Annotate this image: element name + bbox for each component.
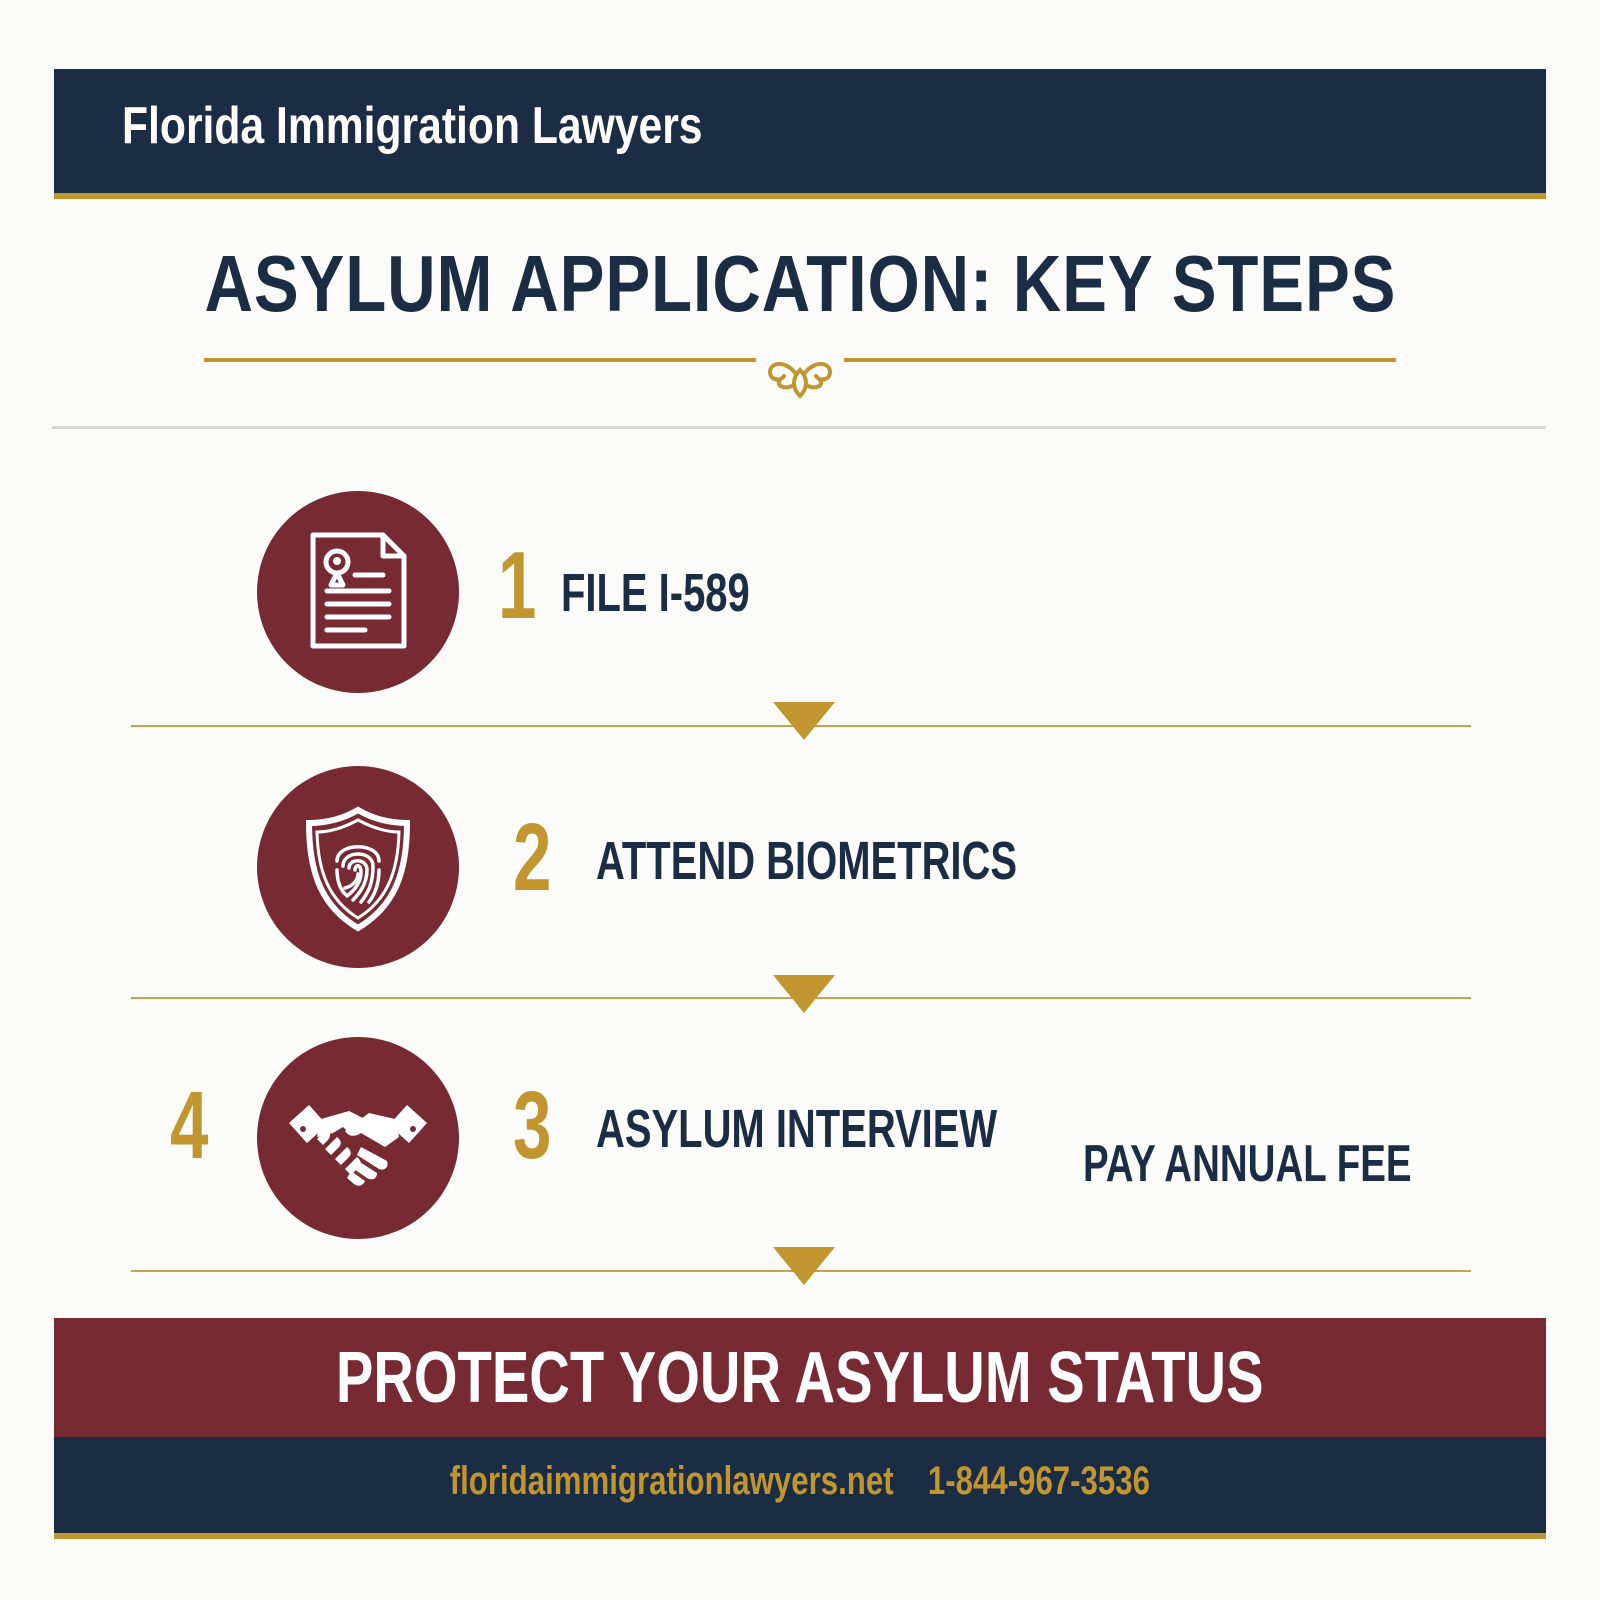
- step-3-number: 3: [513, 1072, 552, 1179]
- down-arrow-icon: [773, 975, 835, 1013]
- step-1-label: FILE I-589: [561, 563, 750, 623]
- title-rule-right: [844, 358, 1396, 362]
- cta-banner: PROTECT YOUR ASYLUM STATUS: [54, 1318, 1546, 1437]
- page-title: ASYLUM APPLICATION: KEY STEPS: [0, 238, 1600, 330]
- step-2-number: 2: [513, 804, 552, 911]
- brand-name: Florida Immigration Lawyers: [122, 97, 703, 155]
- document-icon: [310, 532, 407, 649]
- website-link[interactable]: floridaimmigrationlawyers.net: [449, 1459, 894, 1503]
- step-2-icon-circle: [257, 766, 459, 968]
- step-4-label: PAY ANNUAL FEE: [1083, 1135, 1412, 1193]
- cta-text: PROTECT YOUR ASYLUM STATUS: [336, 1338, 1264, 1418]
- step-3-label: ASYLUM INTERVIEW: [596, 1099, 998, 1159]
- section-divider: [52, 426, 1546, 429]
- handshake-icon: [289, 1105, 427, 1186]
- header-bar: Florida Immigration Lawyers: [54, 69, 1546, 199]
- title-rule-left: [204, 358, 756, 362]
- step-3-icon-circle: [257, 1037, 459, 1239]
- page-title-text: ASYLUM APPLICATION: KEY STEPS: [204, 239, 1396, 328]
- down-arrow-icon: [773, 702, 835, 740]
- step-2-label: ATTEND BIOMETRICS: [596, 831, 1018, 891]
- footer-bar: floridaimmigrationlawyers.net 1-844-967-3…: [54, 1437, 1546, 1539]
- step-1-number: 1: [498, 532, 537, 639]
- step-4-number: 4: [170, 1072, 209, 1179]
- fingerprint-shield-icon: [305, 806, 411, 932]
- down-arrow-icon: [773, 1247, 835, 1285]
- phone-number[interactable]: 1-844-967-3536: [928, 1459, 1151, 1503]
- step-1-icon-circle: [257, 491, 459, 693]
- flourish-ornament-icon: [767, 362, 833, 399]
